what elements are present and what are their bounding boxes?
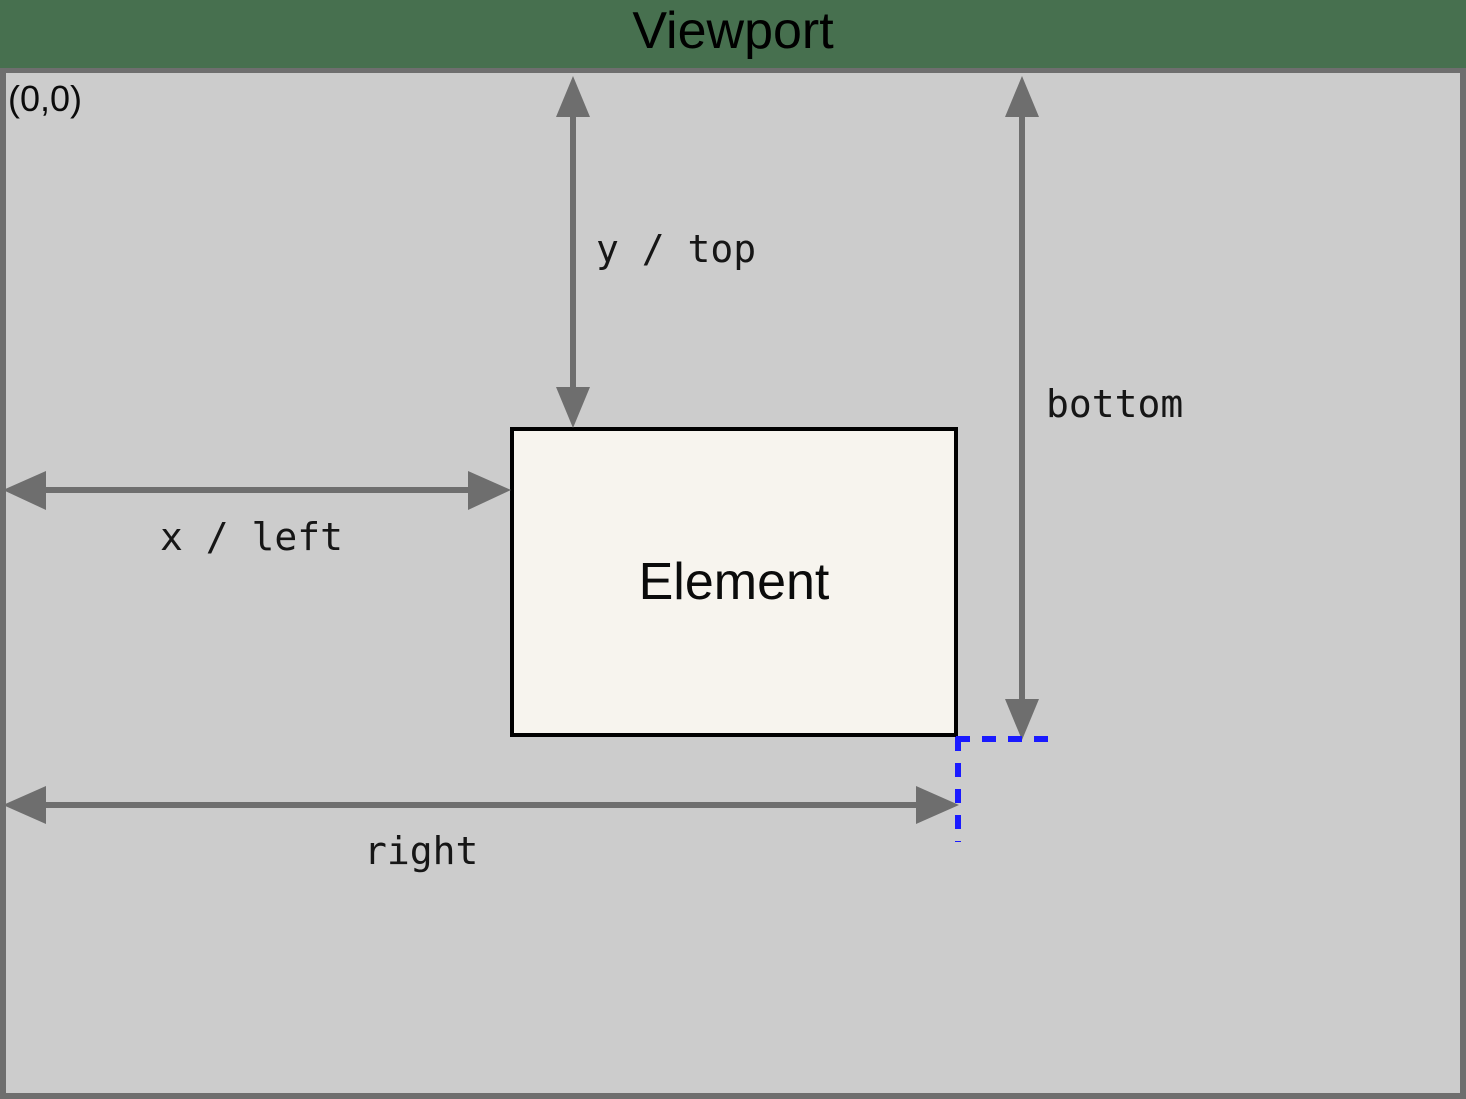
element-rectangle: [510, 427, 958, 737]
viewport-title: Viewport: [632, 2, 834, 60]
measurement-label-x-left: x / left: [160, 515, 344, 559]
measurement-label-bottom: bottom: [1046, 382, 1184, 426]
measurement-label-y-top: y / top: [596, 227, 757, 271]
measurement-label-right: right: [364, 829, 479, 873]
element-label: Element: [638, 553, 830, 611]
origin-coordinate-label: (0,0): [8, 78, 83, 119]
